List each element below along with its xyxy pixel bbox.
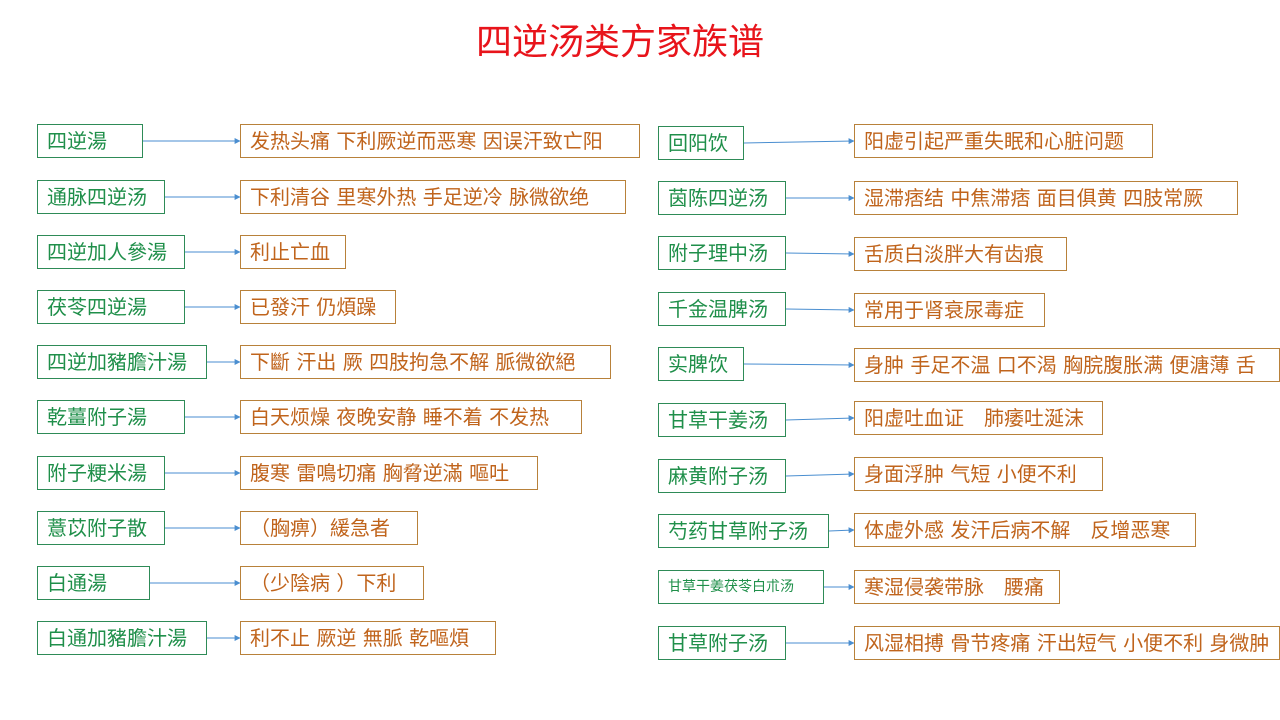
indication-box: 体虚外感 发汗后病不解 反增恶寒 <box>854 513 1196 547</box>
indication-box: 白天烦燥 夜晚安静 睡不着 不发热 <box>240 400 582 434</box>
connector-arrow <box>785 250 855 257</box>
indication-box: 利不止 厥逆 無脈 乾嘔煩 <box>240 621 496 655</box>
indication-box: 下利清谷 里寒外热 手足逆冷 脉微欲绝 <box>240 180 626 214</box>
indication-box: 下斷 汗出 厥 四肢拘急不解 脈微欲絕 <box>240 345 611 379</box>
formula-name-box: 实脾饮 <box>658 347 744 381</box>
formula-name-box: 附子粳米湯 <box>37 456 165 490</box>
formula-name-box: 通脉四逆汤 <box>37 180 165 214</box>
indication-box: 阳虚吐血证 肺痿吐涎沫 <box>854 401 1103 435</box>
indication-box: 利止亡血 <box>240 235 346 269</box>
formula-name-box: 白通加豬膽汁湯 <box>37 621 207 655</box>
connector-arrow <box>828 527 855 534</box>
connector-arrow <box>785 471 855 478</box>
indication-box: 阳虚引起严重失眠和心脏问题 <box>854 124 1153 158</box>
indication-box: 腹寒 雷鳴切痛 胸脅逆滿 嘔吐 <box>240 456 538 490</box>
indication-box: 已發汗 仍煩躁 <box>240 290 396 324</box>
formula-name-box: 附子理中汤 <box>658 236 786 270</box>
indication-box: 发热头痛 下利厥逆而恶寒 因误汗致亡阳 <box>240 124 640 158</box>
indication-box: 舌质白淡胖大有齿痕 <box>854 237 1067 271</box>
indication-box: 常用于肾衰尿毒症 <box>854 293 1045 327</box>
connector-arrow <box>743 361 855 368</box>
formula-name-box: 甘草干姜茯苓白朮汤 <box>658 570 824 604</box>
formula-name-box: 四逆加人參湯 <box>37 235 185 269</box>
indication-box: 身面浮肿 气短 小便不利 <box>854 457 1103 491</box>
connector-arrow <box>743 138 855 145</box>
formula-name-box: 四逆加豬膽汁湯 <box>37 345 207 379</box>
formula-name-box: 乾薑附子湯 <box>37 400 185 434</box>
formula-name-box: 千金温脾汤 <box>658 292 786 326</box>
indication-box: 身肿 手足不温 口不渴 胸脘腹胀满 便溏薄 舌 <box>854 348 1280 382</box>
formula-name-box: 芍药甘草附子汤 <box>658 514 829 548</box>
page-title: 四逆汤类方家族谱 <box>475 22 764 63</box>
formula-name-box: 薏苡附子散 <box>37 511 165 545</box>
formula-name-box: 四逆湯 <box>37 124 143 158</box>
formula-name-box: 茯苓四逆湯 <box>37 290 185 324</box>
indication-box: 风湿相搏 骨节疼痛 汗出短气 小便不利 身微肿 <box>854 626 1280 660</box>
indication-box: （胸痹）緩急者 <box>240 511 418 545</box>
formula-name-box: 茵陈四逆汤 <box>658 181 786 215</box>
connector-arrow <box>785 306 855 313</box>
formula-name-box: 甘草干姜汤 <box>658 403 786 437</box>
connector-arrow <box>785 415 855 422</box>
formula-name-box: 麻黄附子汤 <box>658 459 786 493</box>
formula-name-box: 回阳饮 <box>658 126 744 160</box>
indication-box: 湿滞痞结 中焦滞痞 面目俱黄 四肢常厥 <box>854 181 1238 215</box>
formula-name-box: 白通湯 <box>37 566 150 600</box>
formula-name-box: 甘草附子汤 <box>658 626 786 660</box>
indication-box: 寒湿侵袭带脉 腰痛 <box>854 570 1060 604</box>
indication-box: （少陰病 ）下利 <box>240 566 424 600</box>
